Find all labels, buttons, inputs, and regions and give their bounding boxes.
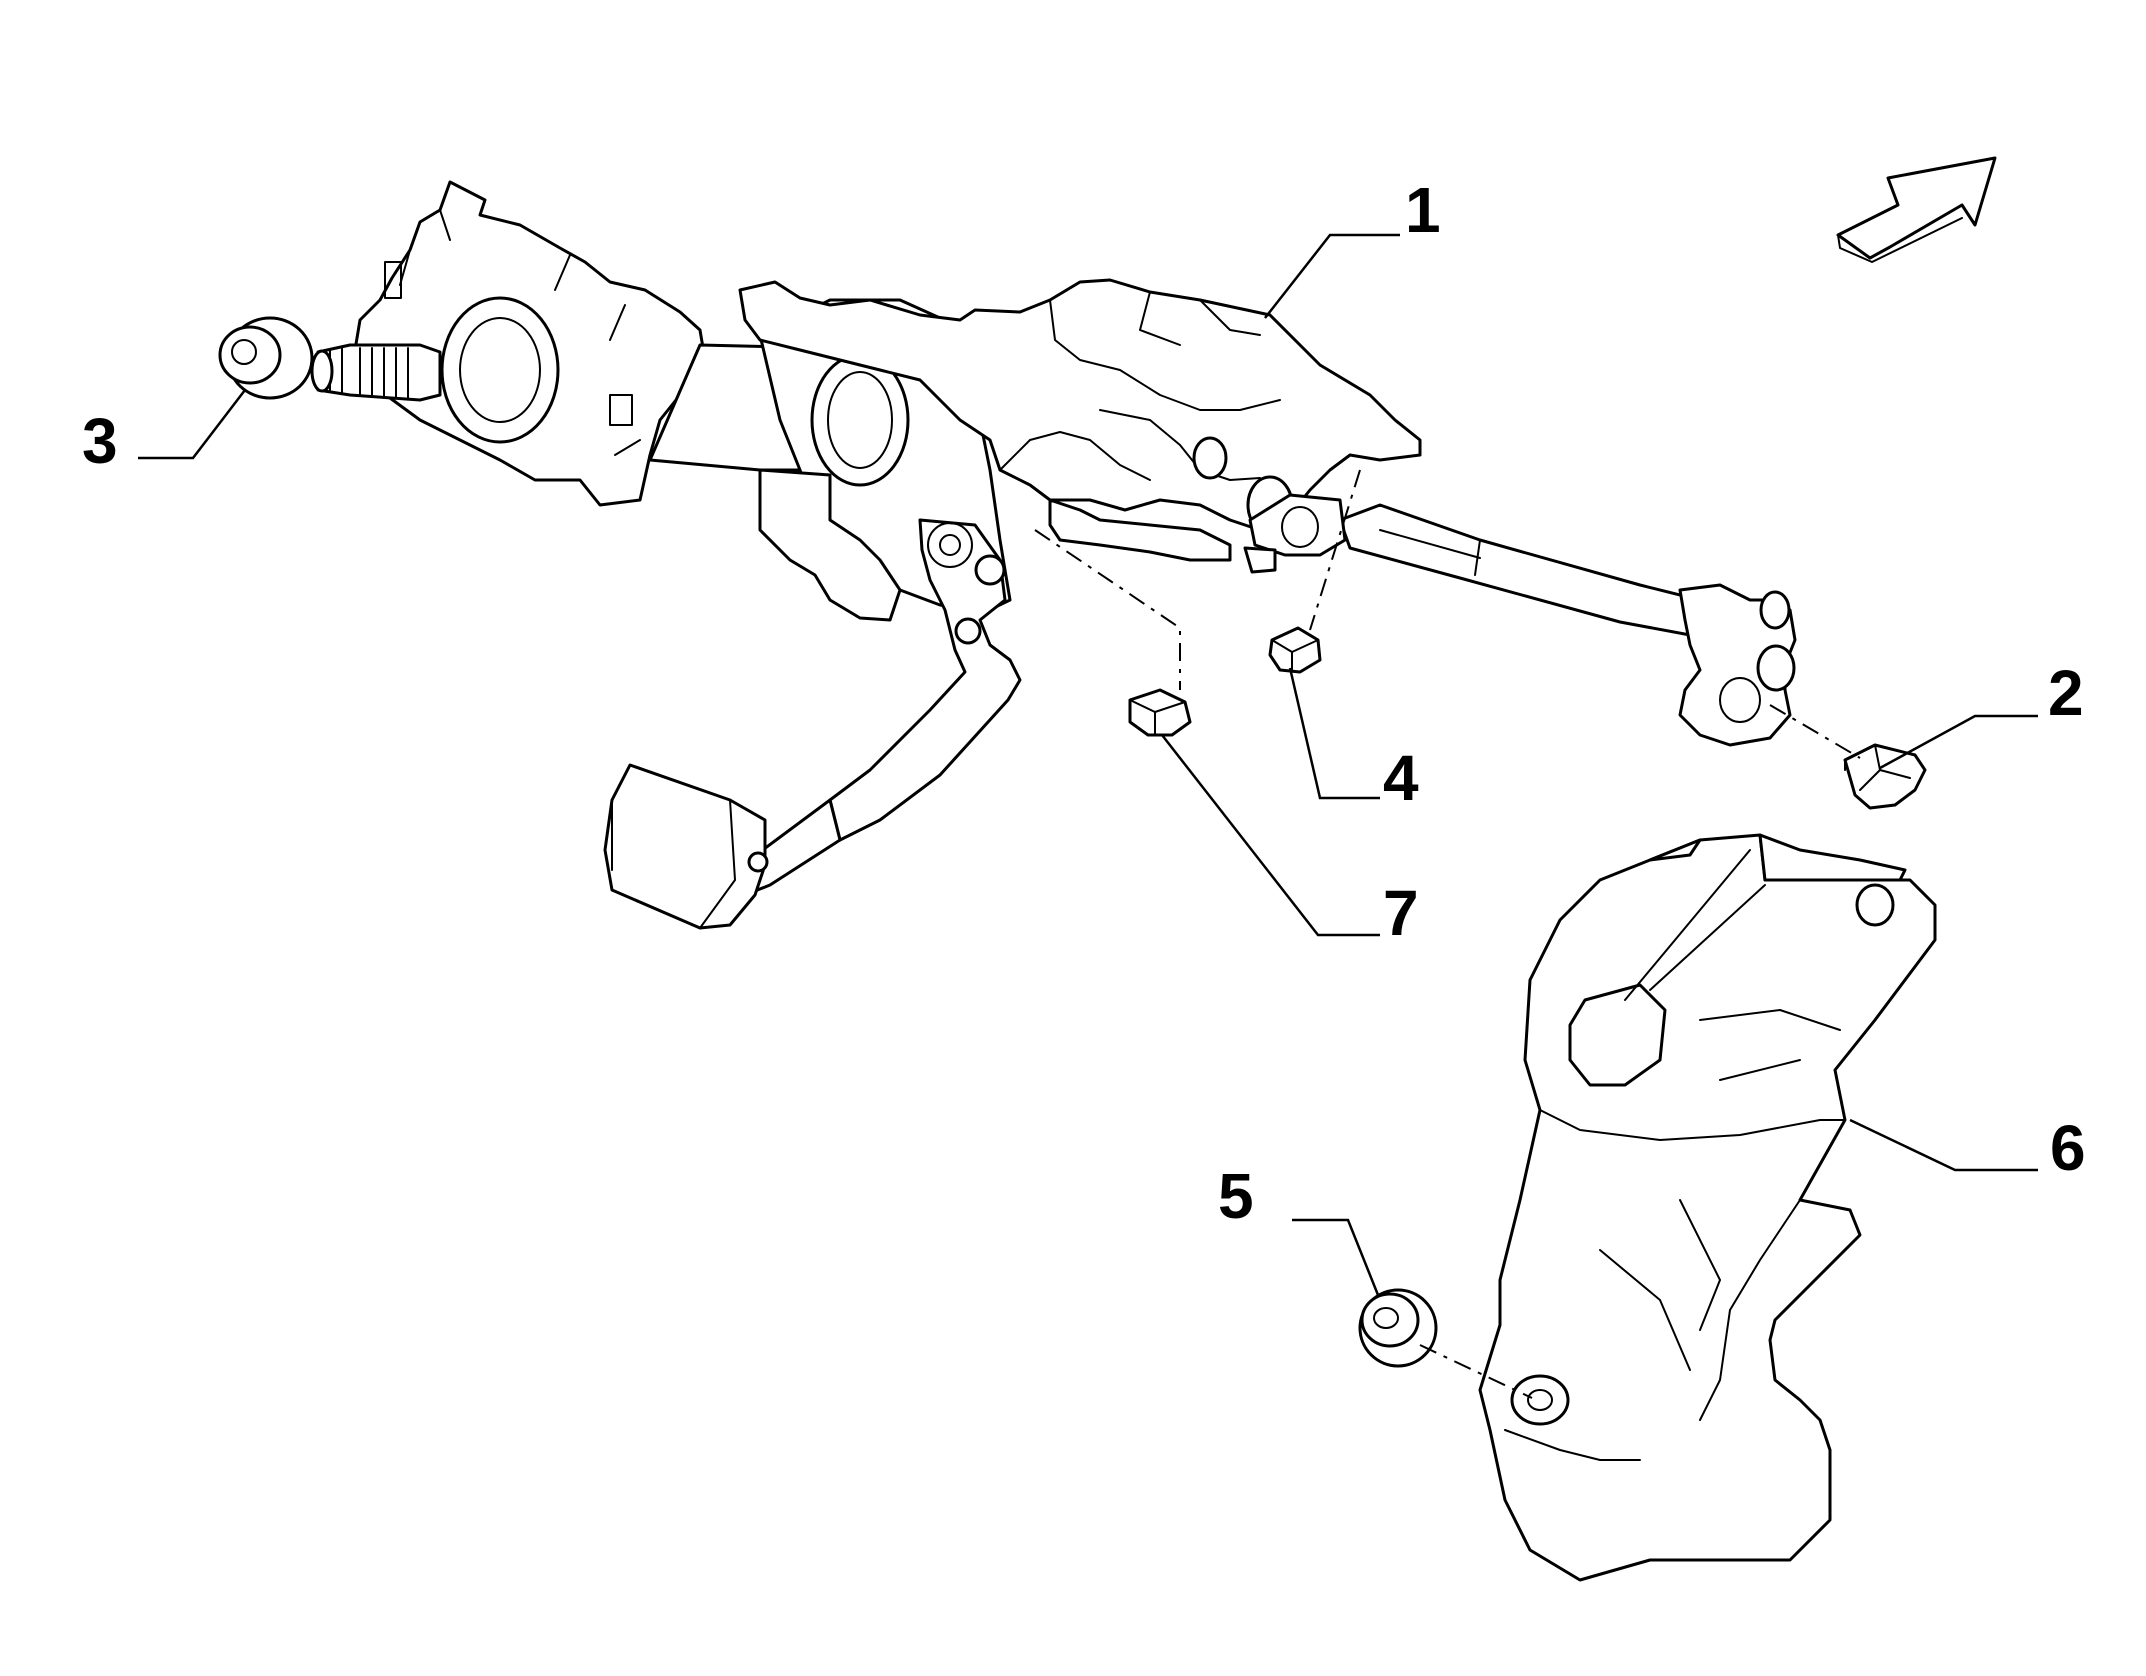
knee-protection-panel xyxy=(1478,833,1937,1582)
panel-hole xyxy=(1568,983,1667,1087)
nut-7 xyxy=(1128,688,1192,737)
direction-arrow-icon xyxy=(1836,156,1997,263)
steering-column-assembly xyxy=(310,180,1797,930)
nut-5 xyxy=(1358,1288,1438,1368)
lower-mounting-flange xyxy=(758,468,902,622)
nut-4 xyxy=(1268,626,1322,674)
splined-shaft-end xyxy=(316,343,442,402)
callout-3: 3 xyxy=(82,405,118,477)
intermediate-shaft xyxy=(1338,503,1702,637)
assembly-lines xyxy=(1034,469,1861,1399)
leader-lines xyxy=(138,233,2038,1296)
callout-4: 4 xyxy=(1383,742,1419,814)
bolt xyxy=(1843,743,1927,810)
pedal-pad xyxy=(603,763,767,930)
callout-2: 2 xyxy=(2048,657,2084,729)
callout-1: 1 xyxy=(1405,174,1441,246)
callout-6: 6 xyxy=(2050,1112,2086,1184)
nut-3 xyxy=(218,316,314,400)
pedal-lever xyxy=(828,518,1022,842)
callout-5: 5 xyxy=(1218,1160,1254,1232)
callout-labels: 1 2 3 4 5 6 7 xyxy=(82,174,2086,1232)
column-top-bracket xyxy=(738,278,1422,532)
callout-7: 7 xyxy=(1383,877,1419,949)
